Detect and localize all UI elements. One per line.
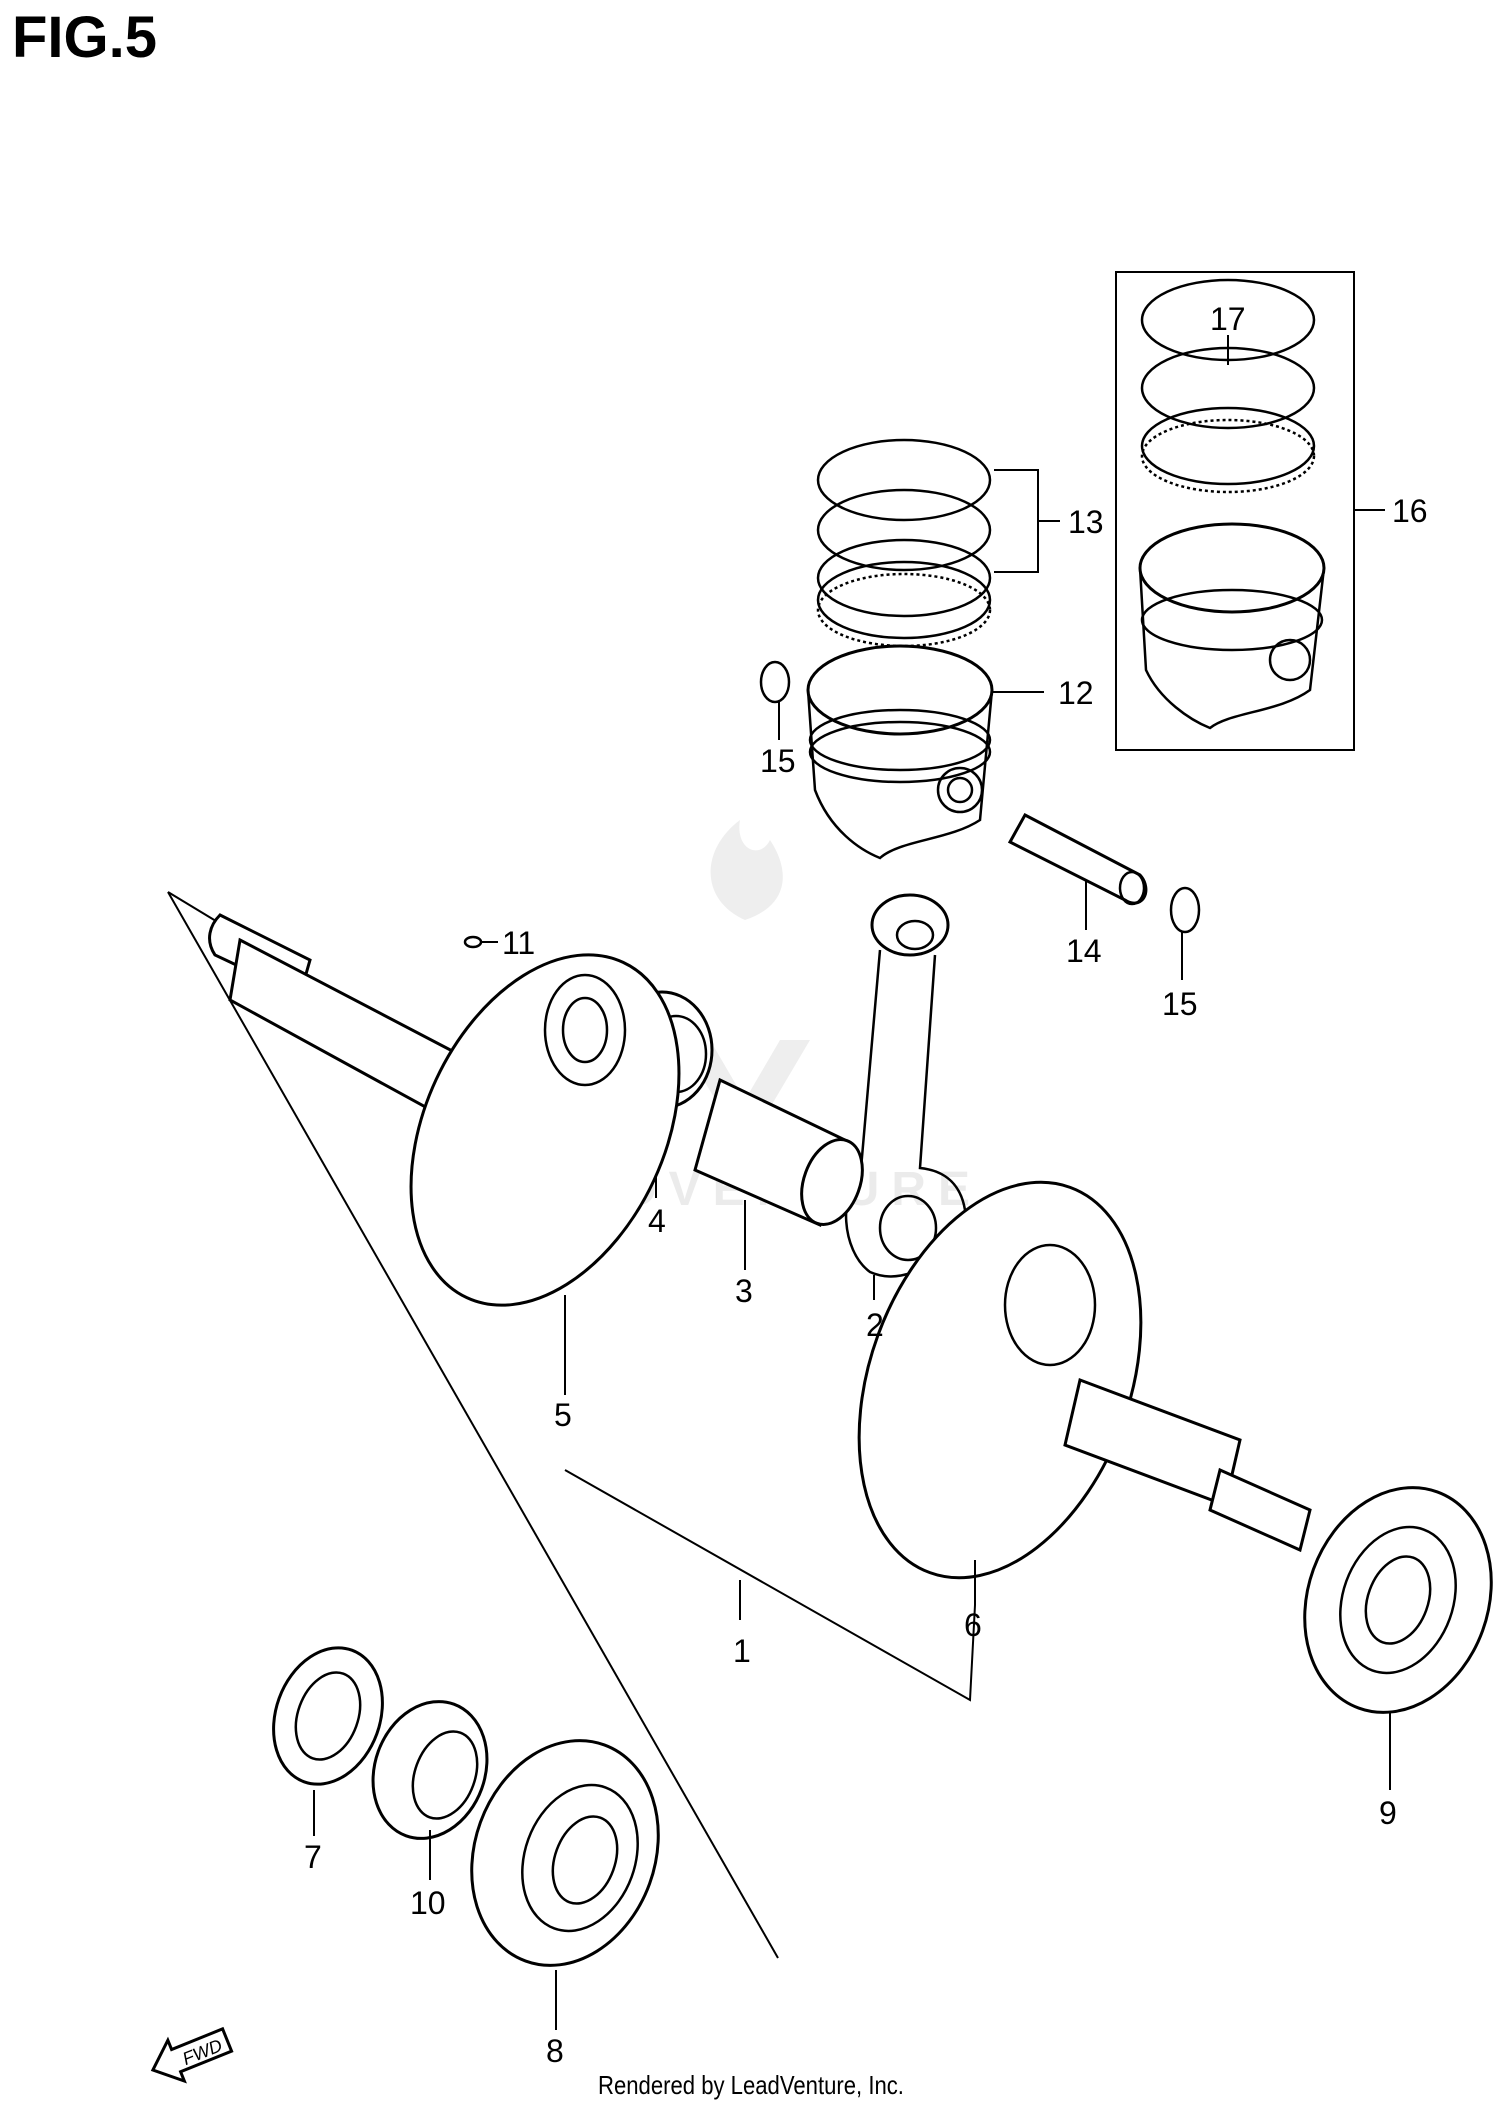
piston-12 — [806, 644, 994, 860]
circlip-15-right — [1169, 886, 1201, 934]
callout-2: 2 — [866, 1307, 884, 1343]
gear-10 — [371, 1700, 489, 1840]
callout-12: 12 — [1058, 675, 1094, 711]
piston-pin-14 — [1007, 812, 1148, 906]
callout-4: 4 — [648, 1203, 666, 1239]
circlip-15-left — [759, 660, 791, 704]
callout-10: 10 — [410, 1885, 446, 1921]
reference-line-left — [167, 891, 779, 1959]
callout-6: 6 — [964, 1607, 982, 1643]
bracket-1 — [564, 1469, 976, 1702]
key-11 — [463, 935, 483, 949]
callout-16: 16 — [1392, 493, 1428, 529]
callout-3: 3 — [735, 1273, 753, 1309]
callout-8: 8 — [546, 2033, 564, 2069]
crankshaft-left-5 — [208, 913, 681, 1307]
callout-15-right: 15 — [1162, 986, 1198, 1022]
crank-pin-3 — [693, 1077, 864, 1228]
callout-14: 14 — [1066, 933, 1102, 969]
callout-17: 17 — [1210, 301, 1246, 337]
bearing-7 — [272, 1646, 384, 1786]
piston-kit-16 — [1138, 278, 1326, 730]
piston-rings-13 — [816, 438, 992, 648]
crankshaft-right-6 — [857, 1180, 1312, 1580]
callout-15-left: 15 — [760, 743, 796, 779]
footer-credit: Rendered by LeadVenture, Inc. — [598, 2070, 904, 2100]
callout-13: 13 — [1068, 504, 1104, 540]
callout-11: 11 — [502, 925, 535, 961]
figure-title: FIG.5 — [12, 5, 158, 70]
watermark-flame-icon — [710, 820, 783, 920]
watermark-v-icon — [680, 1040, 810, 1150]
bracket-13 — [994, 469, 1039, 573]
bearing-9 — [1303, 1486, 1493, 1714]
connecting-rod-2 — [844, 893, 967, 1278]
callout-5: 5 — [554, 1397, 572, 1433]
callout-9: 9 — [1379, 1795, 1397, 1831]
fwd-arrow-icon: FWD — [150, 2026, 234, 2084]
bearing-8 — [470, 1739, 660, 1967]
callout-7: 7 — [304, 1839, 322, 1875]
callout-1: 1 — [733, 1633, 751, 1669]
